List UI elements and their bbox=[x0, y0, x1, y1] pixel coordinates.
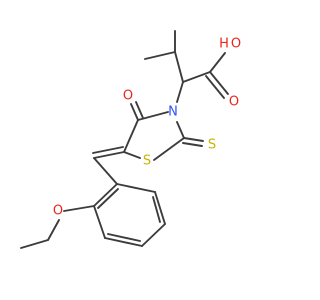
bond bbox=[107, 233, 141, 242]
bond bbox=[176, 121, 185, 139]
bond bbox=[63, 205, 95, 212]
atom-label-h: H bbox=[219, 37, 229, 52]
bond bbox=[182, 142, 203, 147]
bond bbox=[47, 219, 60, 241]
atom-label-o: O bbox=[123, 89, 133, 104]
bond bbox=[154, 191, 166, 225]
bond bbox=[153, 137, 185, 161]
bond bbox=[152, 196, 161, 223]
bond bbox=[104, 237, 143, 247]
bond bbox=[174, 51, 184, 83]
bond bbox=[144, 51, 176, 60]
bond bbox=[123, 151, 141, 159]
atom-label-s: S bbox=[143, 154, 151, 169]
atom-label-o: O bbox=[229, 95, 239, 110]
bond bbox=[92, 146, 124, 154]
bond bbox=[97, 188, 119, 209]
bond bbox=[135, 101, 144, 119]
bond bbox=[93, 205, 106, 239]
bond bbox=[209, 71, 229, 95]
bond bbox=[116, 183, 156, 193]
molecule-canvas: H O O N O S S O bbox=[20, 30, 242, 249]
bond bbox=[123, 119, 139, 153]
bond bbox=[176, 81, 184, 103]
bond bbox=[205, 75, 225, 99]
structure-diagram: H O O N O S S O bbox=[20, 30, 241, 249]
bond bbox=[93, 151, 125, 159]
atom-label-o: O bbox=[53, 204, 63, 219]
bond bbox=[141, 223, 166, 247]
bond bbox=[183, 137, 204, 142]
bond bbox=[93, 183, 118, 207]
bond bbox=[182, 71, 211, 83]
atom-label-s: S bbox=[208, 138, 216, 153]
bond bbox=[130, 103, 139, 121]
bond bbox=[93, 157, 118, 185]
atom-label-o: O bbox=[231, 37, 241, 52]
bond bbox=[209, 52, 226, 73]
atom-label-n: N bbox=[168, 105, 178, 120]
bond bbox=[20, 239, 49, 249]
